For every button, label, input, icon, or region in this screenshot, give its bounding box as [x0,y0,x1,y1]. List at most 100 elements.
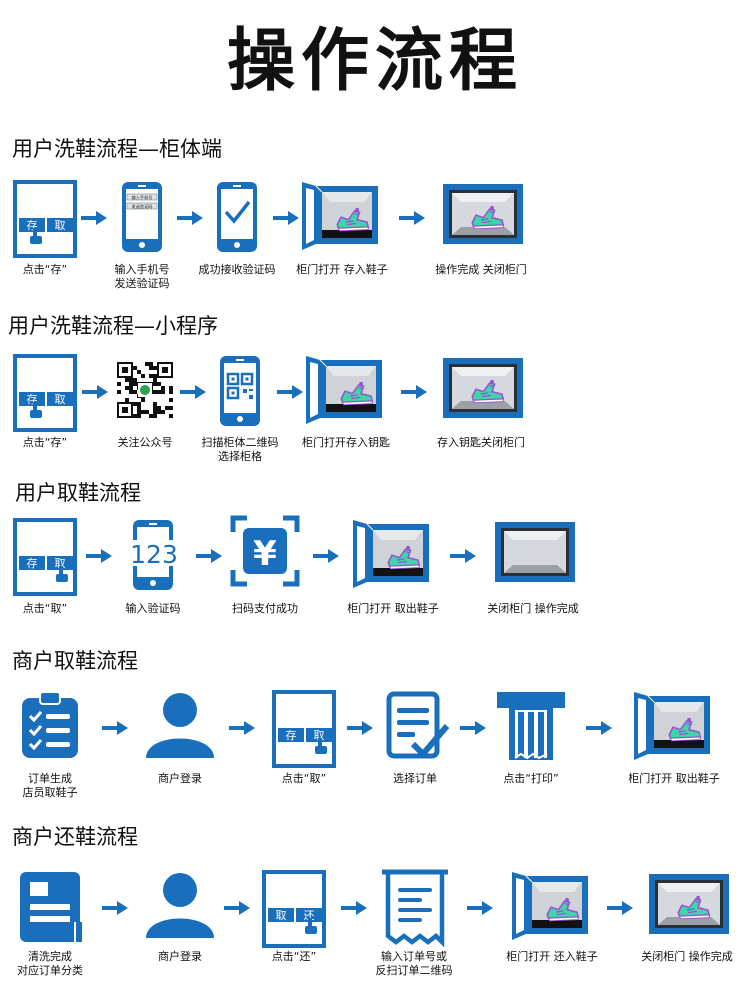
screen-button-2 [47,218,73,232]
screen-button-2-label: 取 [314,729,325,742]
step-caption-line: 点击“还” [271,950,317,963]
arrow-right-icon [229,721,255,735]
section-title: 商户取鞋流程 [12,649,138,673]
phone-qr-icon [220,356,260,426]
qr-code-icon [117,362,173,418]
cabinet-screen-store-icon: 存取 [13,354,77,432]
section-title: 用户洗鞋流程—柜体端 [12,137,222,161]
arrow-right-icon [460,721,486,735]
step-caption: 输入订单号或反扫订单二维码 [354,950,474,978]
yuan-symbol: ¥ [253,534,277,574]
step-caption-line: 柜门打开 还入鞋子 [506,950,598,963]
shoe-icon [340,381,374,406]
section-title: 用户洗鞋流程—小程序 [8,314,218,338]
step-caption-line: 商户登录 [158,950,202,963]
locker-closed-shoe-icon [443,184,523,244]
step-caption-line: 成功接收验证码 [198,263,276,276]
receipt-icon [382,869,448,948]
step-caption: 柜门打开存入钥匙 [286,436,406,450]
verification-digits: 123 [130,540,178,569]
screen-button-1-label: 取 [276,909,287,922]
cabinet-screen-take-icon: 存取 [272,690,336,768]
arrow-right-icon [346,721,373,735]
step-caption-line: 输入订单号或 [381,950,447,963]
arrow-right-icon [102,721,128,735]
hand-pointer-icon [30,228,42,244]
step-caption-line: 操作完成 关闭柜门 [435,263,527,276]
step-caption-line: 扫描柜体二维码 [201,436,279,449]
phone-field-1: 输入手机号 [132,194,153,201]
step-caption: 清洗完成对应订单分类 [0,950,110,978]
step-caption: 关闭柜门 操作完成 [473,602,593,616]
arrow-right-icon [80,211,107,225]
arrow-right-icon [82,385,108,399]
locker-open-shoe-icon [512,872,588,940]
step-caption: 点击“打印” [471,772,591,786]
hand-pointer-icon [305,918,317,934]
screen-button-1-label: 存 [27,218,38,232]
screen-button-2 [296,908,322,922]
step-caption-line: 输入手机号 [114,263,170,276]
phone-check-icon [217,182,257,252]
step-caption-line: 发送验证码 [114,277,170,290]
qr-glyph [226,372,254,400]
page-title: 操作流程 [226,22,523,101]
arrow-right-icon [400,385,427,399]
shoe-icon [471,205,505,230]
locker-closed-empty-icon [495,522,575,582]
screen-button-2 [47,392,73,406]
phone-123-icon: 123 [127,520,181,590]
step-caption: 点击“还” [234,950,354,964]
screen-button-1 [19,218,45,232]
step-caption-line: 对应订单分类 [17,964,83,977]
step-caption: 点击“取” [0,602,105,616]
phone-field-2: 发送验证码 [132,203,153,210]
step-caption: 订单生成店员取鞋子 [0,772,110,800]
step-caption-line: 商户登录 [158,772,202,785]
step-caption: 关闭柜门 操作完成 [627,950,747,964]
step-caption: 存入钥匙关闭柜门 [421,436,541,450]
screen-button-1-label: 存 [286,728,297,742]
hand-pointer-icon [30,402,42,418]
step-caption-line: 柜门打开 取出鞋子 [628,772,720,785]
locker-open-shoe-icon [302,182,378,250]
step-caption-line: 输入验证码 [125,602,181,615]
screen-button-1 [19,556,45,570]
clipboard-checklist-icon [22,691,78,758]
arrow-right-icon [586,721,612,735]
arrow-right-icon [102,901,128,915]
cabinet-screen-take-icon: 存取 [13,518,77,596]
step-caption-line: 关注公众号 [117,436,173,449]
locker-open-shoe-icon [306,356,382,424]
screen-button-2 [47,556,73,570]
arrow-right-icon [341,901,367,915]
step-caption: 商户登录 [120,772,240,786]
step-caption: 扫描柜体二维码选择柜格 [180,436,300,464]
arrow-right-icon [86,549,112,563]
step-caption-line: 选择柜格 [218,450,262,463]
shoe-icon [471,379,505,404]
locker-open-shoe-icon [634,692,710,760]
step-caption-line: 关闭柜门 操作完成 [641,950,733,963]
step-caption: 选择订单 [355,772,475,786]
screen-button-2 [306,728,332,742]
step-caption: 柜门打开 取出鞋子 [614,772,734,786]
step-caption-line: 清洗完成 [28,950,72,963]
section-title: 用户取鞋流程 [15,481,141,505]
arrow-right-icon [466,901,493,915]
shoe-icon [677,895,711,920]
screen-button-1-label: 存 [27,392,38,406]
arrow-right-icon [276,385,303,399]
step-caption-line: 柜门打开存入钥匙 [302,436,390,449]
arrow-right-icon [176,211,203,225]
screen-button-1 [278,728,304,742]
step-caption-line: 柜门打开 取出鞋子 [347,602,439,615]
step-caption: 输入验证码 [93,602,213,616]
step-caption-line: 存入钥匙关闭柜门 [437,436,525,449]
step-caption: 输入手机号发送验证码 [82,263,202,291]
step-caption-line: 扫码支付成功 [232,602,298,615]
arrow-right-icon [179,385,206,399]
step-caption: 柜门打开 还入鞋子 [492,950,612,964]
shoe-icon [387,545,421,570]
